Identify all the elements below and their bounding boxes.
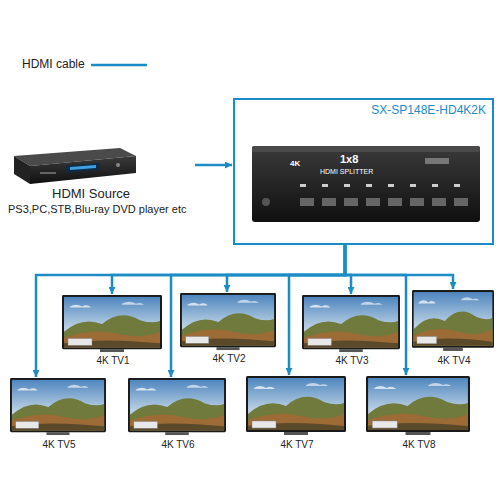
device-title: HDMI Source [52,187,130,202]
tv-display: 4K TV2 [180,293,278,368]
device-print: 4K [290,160,300,168]
tv-picture [62,295,162,352]
tv-label: 4K TV3 [302,355,402,367]
hdmi-cable [171,245,345,377]
tv-picture [412,290,494,351]
tv-picture [302,295,400,352]
legend-text: HDMI cable [22,58,85,72]
device-print: HDMI SPLITTER [320,168,373,175]
hdmi-cable [345,245,453,289]
hdmi-cable [227,245,345,292]
tv-picture [366,376,470,435]
tv-label: 4K TV7 [246,439,348,451]
tv-picture [180,293,276,350]
device-print: 1x8 [340,154,358,165]
legend-line-sample [91,61,147,69]
tv-label: 4K TV1 [62,355,164,367]
tv-display: 4K TV6 [128,378,228,454]
legend-row: HDMI cable [22,58,147,72]
dvd-player [14,148,136,184]
device-note: PS3,PC,STB,Blu-ray DVD player etc [8,203,193,216]
hdmi-cable [195,164,232,167]
tv-picture [128,378,226,435]
tv-display: 4K TV3 [302,295,402,370]
tv-label: 4K TV2 [180,353,278,365]
tv-label: 4K TV6 [128,439,228,451]
tv-label: 4K TV8 [366,439,472,451]
tv-display: 4K TV7 [246,376,348,454]
hdmi-cable [112,245,345,294]
tv-display: 4K TV1 [62,295,164,370]
model-label: SX-SP148E-HD4K2K [371,104,486,118]
source-device: HDMI SourcePS3,PC,STB,Blu-ray DVD player… [8,145,195,219]
hdmi-splitter-device [252,146,480,222]
tv-display: 4K TV4 [412,290,496,370]
tv-label: 4K TV5 [10,439,108,451]
tv-display: 4K TV8 [366,376,472,454]
tv-picture [246,376,346,435]
hdmi-cable [36,245,345,377]
tv-display: 4K TV5 [10,378,108,454]
tv-label: 4K TV4 [412,355,496,367]
tv-picture [10,378,106,435]
